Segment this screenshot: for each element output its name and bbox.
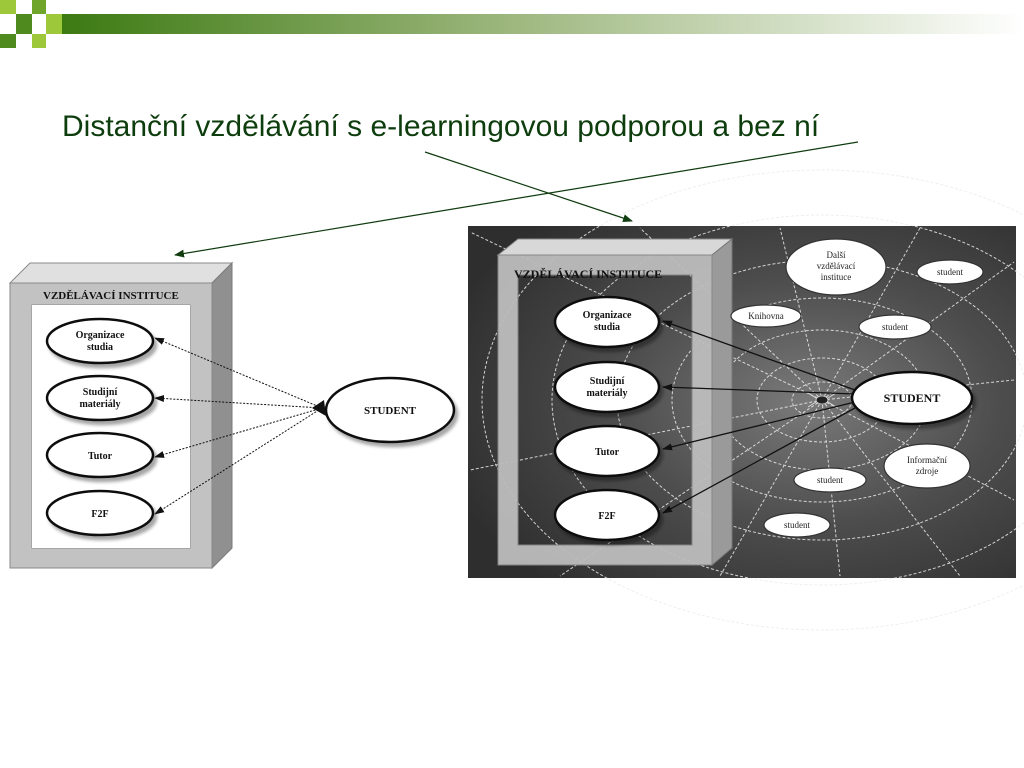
svg-text:materiály: materiály	[79, 399, 120, 410]
right-connections	[662, 320, 865, 514]
left-item-f2f: F2F	[45, 489, 155, 537]
svg-text:Studijní: Studijní	[83, 387, 118, 398]
svg-text:student: student	[784, 520, 810, 530]
svg-text:Knihovna: Knihovna	[748, 311, 784, 321]
left-item-organization: Organizace studia	[45, 317, 155, 365]
svg-text:Organizace: Organizace	[76, 330, 125, 341]
svg-text:student: student	[882, 322, 908, 332]
svg-text:Informační: Informační	[907, 455, 947, 465]
left-item-tutor: Tutor	[45, 431, 155, 479]
left-connections	[154, 337, 323, 515]
right-item-f2f: F2F	[553, 488, 661, 542]
deco-square	[46, 14, 62, 34]
top-gradient-bar	[62, 14, 1024, 34]
node-other-institution: Další vzdělávací instituce	[785, 238, 887, 296]
svg-text:materiály: materiály	[586, 388, 627, 399]
node-student-middle: student	[793, 467, 867, 493]
left-student-node: STUDENT	[324, 376, 456, 444]
node-student-upper: student	[858, 314, 932, 340]
svg-text:F2F: F2F	[598, 511, 615, 522]
svg-text:Tutor: Tutor	[595, 447, 620, 458]
deco-square	[0, 0, 16, 14]
svg-text:STUDENT: STUDENT	[884, 391, 941, 405]
left-institution-label: VZDĚLÁVACÍ INSTITUCE	[43, 290, 179, 302]
right-student-node: STUDENT	[850, 370, 974, 426]
top-decoration	[0, 0, 1024, 48]
svg-text:student: student	[817, 475, 843, 485]
node-student-top-right: student	[916, 259, 984, 285]
right-item-materials: Studijní materiály	[553, 360, 661, 414]
svg-text:Další: Další	[827, 250, 846, 260]
right-institution-label: VZDĚLÁVACÍ INSTITUCE	[514, 267, 662, 281]
svg-text:zdroje: zdroje	[916, 466, 939, 476]
svg-text:Studijní: Studijní	[590, 376, 625, 387]
svg-text:F2F: F2F	[91, 509, 108, 520]
arrow-to-left-diagram	[174, 141, 859, 258]
svg-text:STUDENT: STUDENT	[364, 405, 417, 417]
svg-text:student: student	[937, 267, 963, 277]
node-student-lower: student	[763, 512, 831, 538]
node-info-sources: Informační zdroje	[883, 443, 971, 489]
arrow-to-right-diagram	[424, 151, 633, 222]
slide-title: Distanční vzdělávání s e-learningovou po…	[62, 110, 820, 143]
deco-square	[32, 0, 46, 14]
svg-text:Organizace: Organizace	[583, 310, 632, 321]
right-item-tutor: Tutor	[553, 424, 661, 478]
deco-square	[32, 34, 46, 48]
svg-text:studia: studia	[87, 342, 113, 353]
deco-square	[16, 14, 32, 34]
left-item-materials: Studijní materiály	[45, 374, 155, 422]
svg-text:Tutor: Tutor	[88, 451, 113, 462]
left-hub-arrowhead	[312, 400, 326, 416]
right-diagram: VZDĚLÁVACÍ INSTITUCE Organizace studia S…	[468, 169, 1024, 631]
node-library: Knihovna	[730, 304, 802, 328]
svg-text:vzdělávací: vzdělávací	[817, 261, 856, 271]
left-diagram: VZDĚLÁVACÍ INSTITUCE Organizace studia S…	[8, 261, 456, 570]
svg-text:instituce: instituce	[821, 272, 852, 282]
title-pointer-arrows	[174, 141, 859, 258]
svg-text:studia: studia	[594, 322, 620, 333]
deco-square	[0, 34, 16, 48]
right-item-organization: Organizace studia	[553, 295, 661, 349]
